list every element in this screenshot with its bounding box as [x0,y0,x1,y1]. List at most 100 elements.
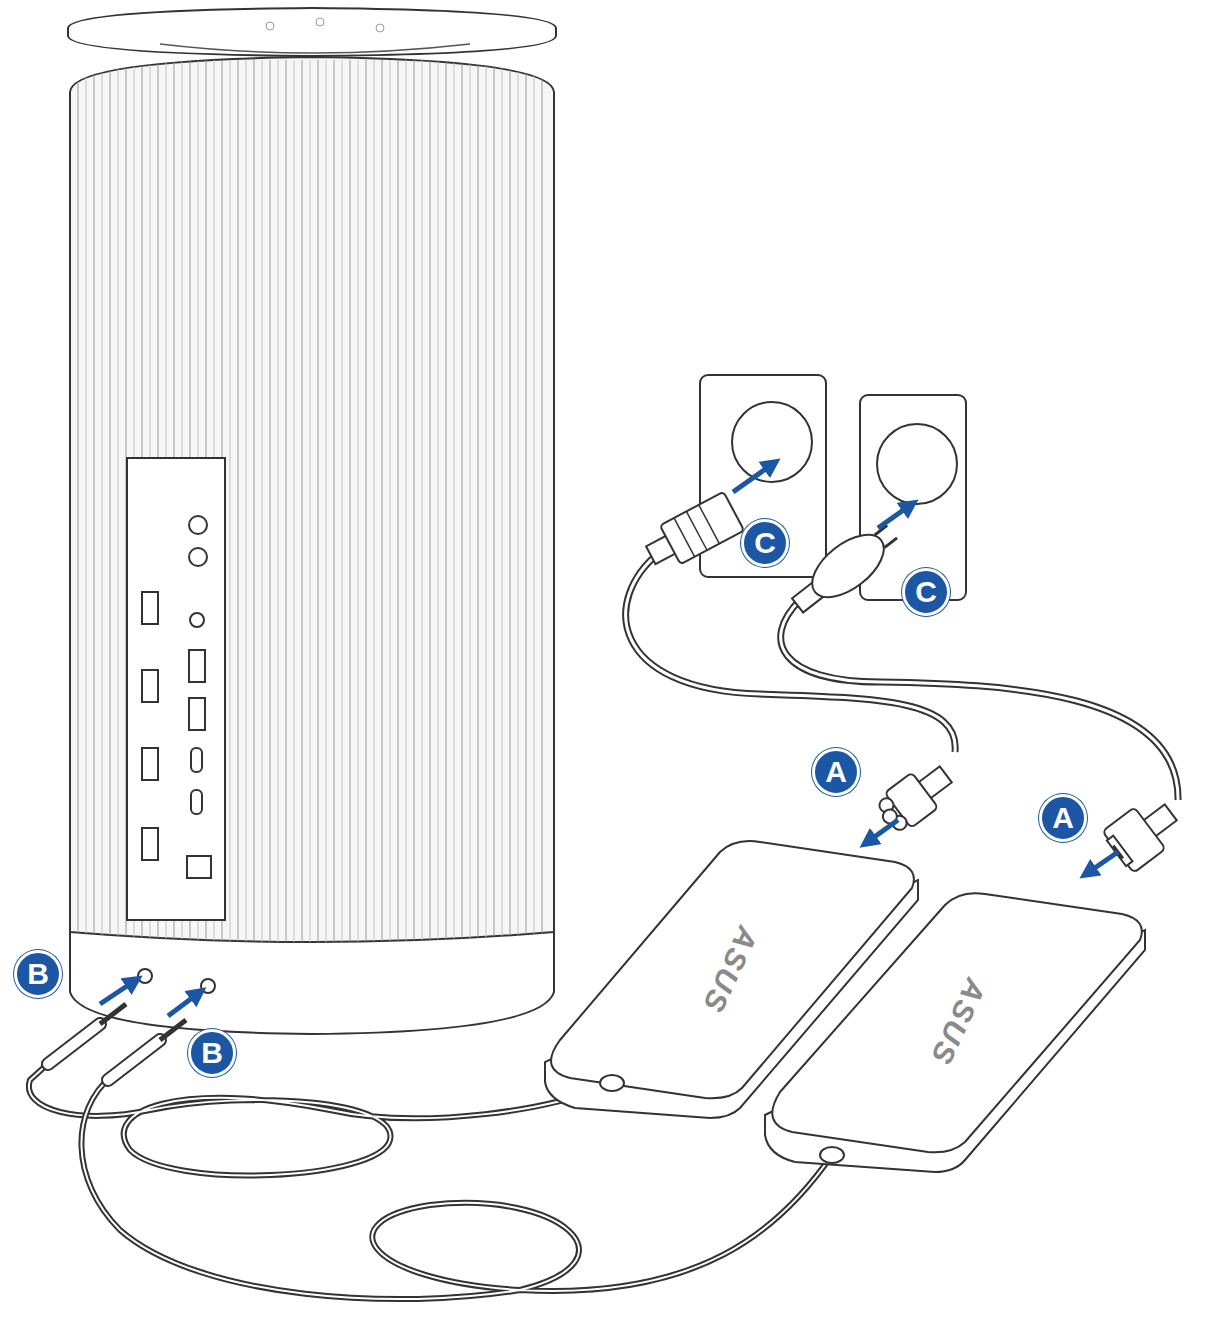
texture-rib [270,60,271,945]
callout-letter: A [825,757,847,787]
lid-dot [316,18,324,26]
texture-rib [430,60,431,945]
texture-rib [518,60,519,945]
lid-dot [266,22,274,30]
insert-arrow [1086,852,1118,874]
texture-rib [446,60,447,945]
port-panel [127,458,225,920]
plug-body [801,523,894,609]
ac-cord [626,552,956,752]
usbc-port [191,790,202,814]
texture-rib [78,60,79,945]
texture-rib [438,60,439,945]
ps2-port [189,516,207,534]
dc-plug-tip [160,1020,186,1040]
callout-letter: A [1052,803,1074,833]
texture-rib [390,60,391,945]
texture-rib [86,60,87,945]
power-adapter [772,893,1142,1152]
texture-rib [102,60,103,945]
callout-letter: C [754,528,776,558]
cable-strain-relief [820,1147,844,1163]
texture-rib [486,60,487,945]
lid-dot [376,24,384,32]
texture-rib [478,60,479,945]
usb-port [189,650,205,682]
texture-rib [462,60,463,945]
texture-rib [294,60,295,945]
dc-plug [108,1040,160,1080]
plug-ridge [686,511,707,550]
texture-rib [494,60,495,945]
adapter-logo: ASUS [912,955,1003,1090]
dc-port [201,979,215,993]
texture-rib [334,60,335,945]
dc-plug-tip [100,1004,126,1024]
brand-logo: ASUS [925,974,991,1069]
ac-connector [1101,792,1187,874]
texture-rib [238,60,239,945]
texture-rib [398,60,399,945]
texture-rib [454,60,455,945]
plug-body [660,492,744,565]
wall-plate [700,375,826,577]
texture-rib [470,60,471,945]
callout-letter: C [915,577,937,607]
texture-rib [318,60,319,945]
texture-rib [382,60,383,945]
callout-letter: B [27,959,49,989]
usb-port [142,828,158,860]
insert-arrow [100,980,136,1004]
wall-plug [640,492,744,575]
brand-logo: ASUS [697,922,763,1017]
callout-circle: C [902,568,950,616]
wall-socket [877,424,957,504]
texture-rib [262,60,263,945]
pc-body [70,57,554,942]
usb-port [142,670,158,702]
pc-lid [68,8,556,56]
texture-rib [366,60,367,945]
plug-ridge [699,505,720,544]
usb-port [142,748,158,780]
texture-rib [230,60,231,945]
texture-rib [502,60,503,945]
ethernet-port [187,856,211,878]
texture-rib [422,60,423,945]
plug-ridge [674,518,695,557]
ac-connector [871,757,959,838]
plug-pin [884,538,897,548]
texture-rib [310,60,311,945]
usbc-port [191,748,202,772]
insert-arrow [866,820,898,843]
texture-rib [326,60,327,945]
dc-plug [108,1040,160,1080]
texture-rib [110,60,111,945]
texture-rib [350,60,351,945]
texture-rib [534,60,535,945]
texture-rib [510,60,511,945]
wall-socket [732,402,812,482]
insert-arrow [168,992,200,1016]
pc-lid-edge [160,44,470,53]
usb-port [189,698,205,730]
ac-cord [626,552,956,752]
connector-body [1102,807,1165,873]
pc-texture [78,60,542,945]
texture-rib [342,60,343,945]
texture-rib [358,60,359,945]
texture-rib [526,60,527,945]
callout-letter: B [201,1038,223,1068]
texture-rib [414,60,415,945]
cable-strain-relief [600,1075,624,1091]
callout-circle: C [741,519,789,567]
texture-rib [406,60,407,945]
texture-rib [254,60,255,945]
insert-arrow [878,504,912,528]
dc-port [138,969,152,983]
connector-face [1107,836,1133,866]
texture-rib [542,60,543,945]
callout-circle: A [1039,794,1087,842]
